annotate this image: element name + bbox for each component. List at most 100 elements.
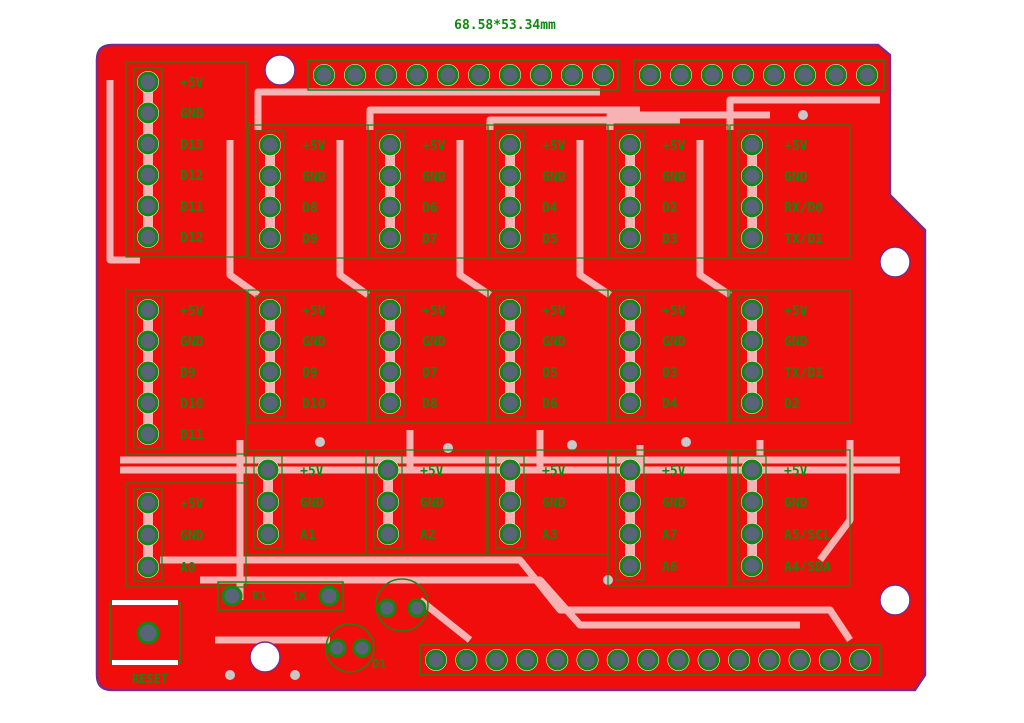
header-pin [741,134,763,156]
resistor-r1: R1 1K [217,581,344,611]
pin-label: GND [180,529,204,544]
header-pin [741,165,763,187]
pin-label: GND [784,496,808,511]
pin-label: A5/SCL [784,528,831,543]
header-pin [619,227,641,249]
reset-button: RESET [109,600,181,686]
header-pin [619,165,641,187]
pin-label: GND [302,335,326,350]
pin-label: D9 [180,366,196,381]
header-pin [499,227,521,249]
header-pin [592,64,614,86]
trace-channels [106,80,900,644]
header-pin [499,165,521,187]
pin-label: +5V [302,139,326,154]
pin-label: +5V [662,304,686,319]
pin-label: +5V [784,464,808,479]
header-pin [741,523,763,545]
pin-label: TX/D1 [784,366,823,381]
pin-label: +5V [784,304,808,319]
pin-label: D12 [180,231,203,246]
pin-label: A4/SDA [784,560,831,575]
pin-label: D9 [302,366,318,381]
header-pin [576,649,599,671]
pin-label: D4 [662,397,678,412]
header-pin [619,392,641,414]
header-pin [437,64,459,86]
pin-label: D11 [180,200,204,215]
pin-label: GND [180,335,204,350]
pin-label: D5 [542,232,558,247]
mounting-hole [264,54,296,86]
header-pin [499,523,521,545]
header-pin [499,299,521,321]
reset-label: RESET [132,672,168,686]
pin-label: D6 [422,201,438,216]
header-pin [137,71,159,93]
pin-label: +5V [662,464,686,479]
header-pin [259,165,281,187]
header-pin [825,64,847,86]
pin-label: GND [300,496,324,511]
header-pin [259,299,281,321]
pin-label: D6 [542,397,558,412]
pin-label: D13 [180,138,203,153]
header-pin [257,459,279,481]
header-pin [468,64,490,86]
header-pin [425,649,447,671]
header-pin [763,64,785,86]
header-pin [619,330,641,352]
dimension-label: 68.58*53.34mm [454,18,556,33]
pin-label: D3 [662,366,678,381]
header-pin [732,64,754,86]
pin-label: +5V [542,464,566,479]
header-pin [619,491,641,513]
header-pin [530,64,552,86]
header-pin [637,649,660,671]
pin-label: +5V [420,464,444,479]
header-pin [856,64,878,86]
header-pin [619,134,641,156]
header-pin [377,491,399,513]
pin-label: D7 [422,366,438,381]
header-pin [377,523,399,545]
header-pin [313,64,335,86]
header-pin [788,649,811,671]
pin-label: A3 [542,528,558,543]
pin-label: GND [542,335,566,350]
header-pin [455,649,478,671]
pin-label: +5V [422,139,446,154]
header-pin [379,361,401,383]
pin-label: +5V [180,76,204,91]
header-pin [137,133,159,155]
pin-label: D10 [180,397,204,412]
header-pin [499,361,521,383]
pin-label: +5V [180,304,204,319]
header-pin [794,64,816,86]
pin-label: D8 [422,397,438,412]
header-pin [485,649,508,671]
pin-label: D7 [422,232,438,247]
header-pin [379,392,401,414]
header-pin [257,523,279,545]
header-pin [741,491,763,513]
header-pin [137,392,159,414]
header-pin [667,649,690,671]
pin-label: D11 [180,428,204,443]
header-pin [619,555,641,577]
pin-label: D5 [542,366,558,381]
header-pin [137,423,159,445]
led-ref: D1 [372,657,386,671]
pin-label: +5V [180,497,204,512]
